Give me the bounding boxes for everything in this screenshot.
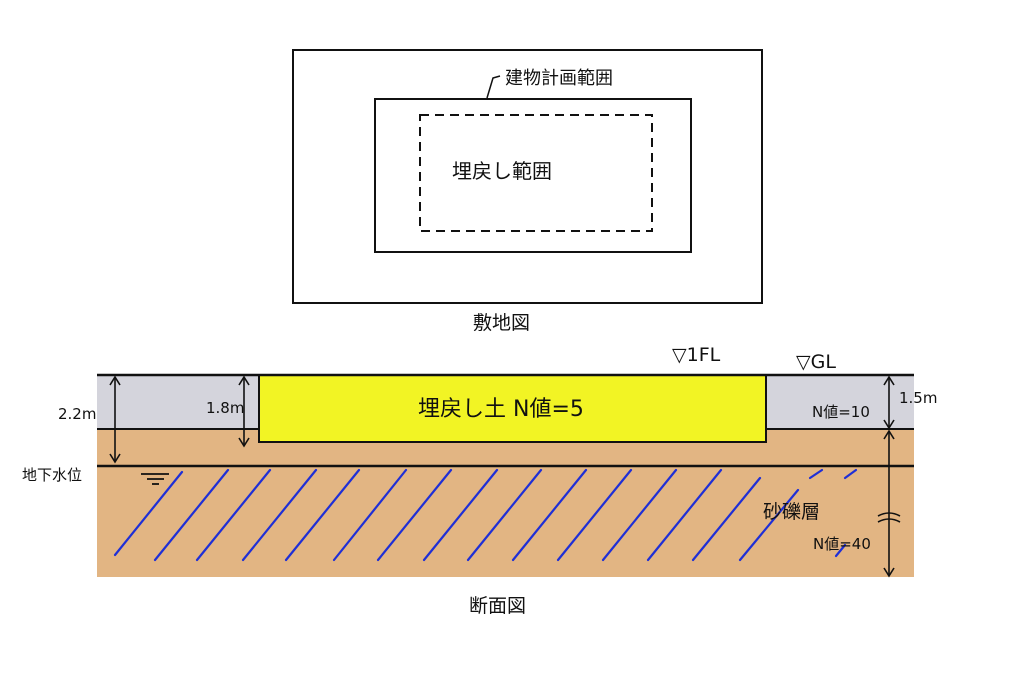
hatch-line — [738, 488, 800, 562]
hatch-line — [195, 468, 272, 562]
right-depth-label: 1.5m — [899, 389, 937, 407]
left-depth-label: 2.2m — [58, 405, 96, 423]
hatch-line — [691, 476, 762, 562]
site-boundary — [292, 49, 763, 304]
first-floor-level-label: ▽1FL — [672, 344, 721, 366]
groundwater-symbol-icon — [141, 473, 169, 485]
cross-section-caption: 断面図 — [469, 595, 526, 617]
backfill-soil-block — [258, 374, 767, 443]
gravel-layer-label: 砂礫層 — [763, 501, 820, 523]
building-range-outline — [374, 98, 692, 253]
building-range-label: 建物計画範囲 — [505, 68, 613, 89]
groundwater-label: 地下水位 — [22, 466, 82, 484]
right-depth-dimension — [877, 375, 901, 578]
pit-depth-dimension — [238, 375, 250, 448]
sand-soil-band — [97, 429, 914, 577]
building-range-leader-line — [486, 75, 501, 99]
backfill-range-outline — [419, 114, 653, 232]
hatch-line — [113, 470, 184, 557]
left-depth-dimension — [109, 375, 121, 464]
hatch-line — [511, 468, 588, 562]
hatch-line — [153, 468, 230, 562]
ground-level-label: ▽GL — [796, 351, 836, 373]
hatch-line — [332, 468, 408, 562]
hatch-line — [843, 468, 858, 480]
hatch-line — [422, 468, 499, 562]
backfill-soil-label: 埋戻し土 N値=5 — [418, 397, 584, 422]
hatch-line — [466, 468, 543, 562]
hatch-line — [834, 543, 847, 558]
hatch-line — [601, 468, 678, 562]
site-plan: 建物計画範囲 埋戻し範囲 敷地図 — [292, 49, 763, 334]
site-plan-caption: 敷地図 — [473, 312, 530, 334]
hatch-line — [241, 468, 318, 562]
pit-depth-label: 1.8m — [206, 399, 244, 417]
hatch-line — [284, 468, 361, 562]
cross-section: 2.2m 1.8m 1.5m ▽1FL ▽GL 埋戻し土 N値=5 N値=10 … — [22, 344, 937, 617]
hatch-line — [808, 468, 824, 480]
hatch-line — [646, 468, 723, 562]
hatch-line — [556, 468, 633, 562]
hatch-line — [376, 468, 453, 562]
gravel-hatch — [113, 468, 858, 562]
backfill-range-label: 埋戻し範囲 — [452, 159, 552, 183]
surface-soil-n-value-label: N値=10 — [812, 403, 870, 421]
gravel-n-value-label: N値=40 — [813, 535, 871, 553]
